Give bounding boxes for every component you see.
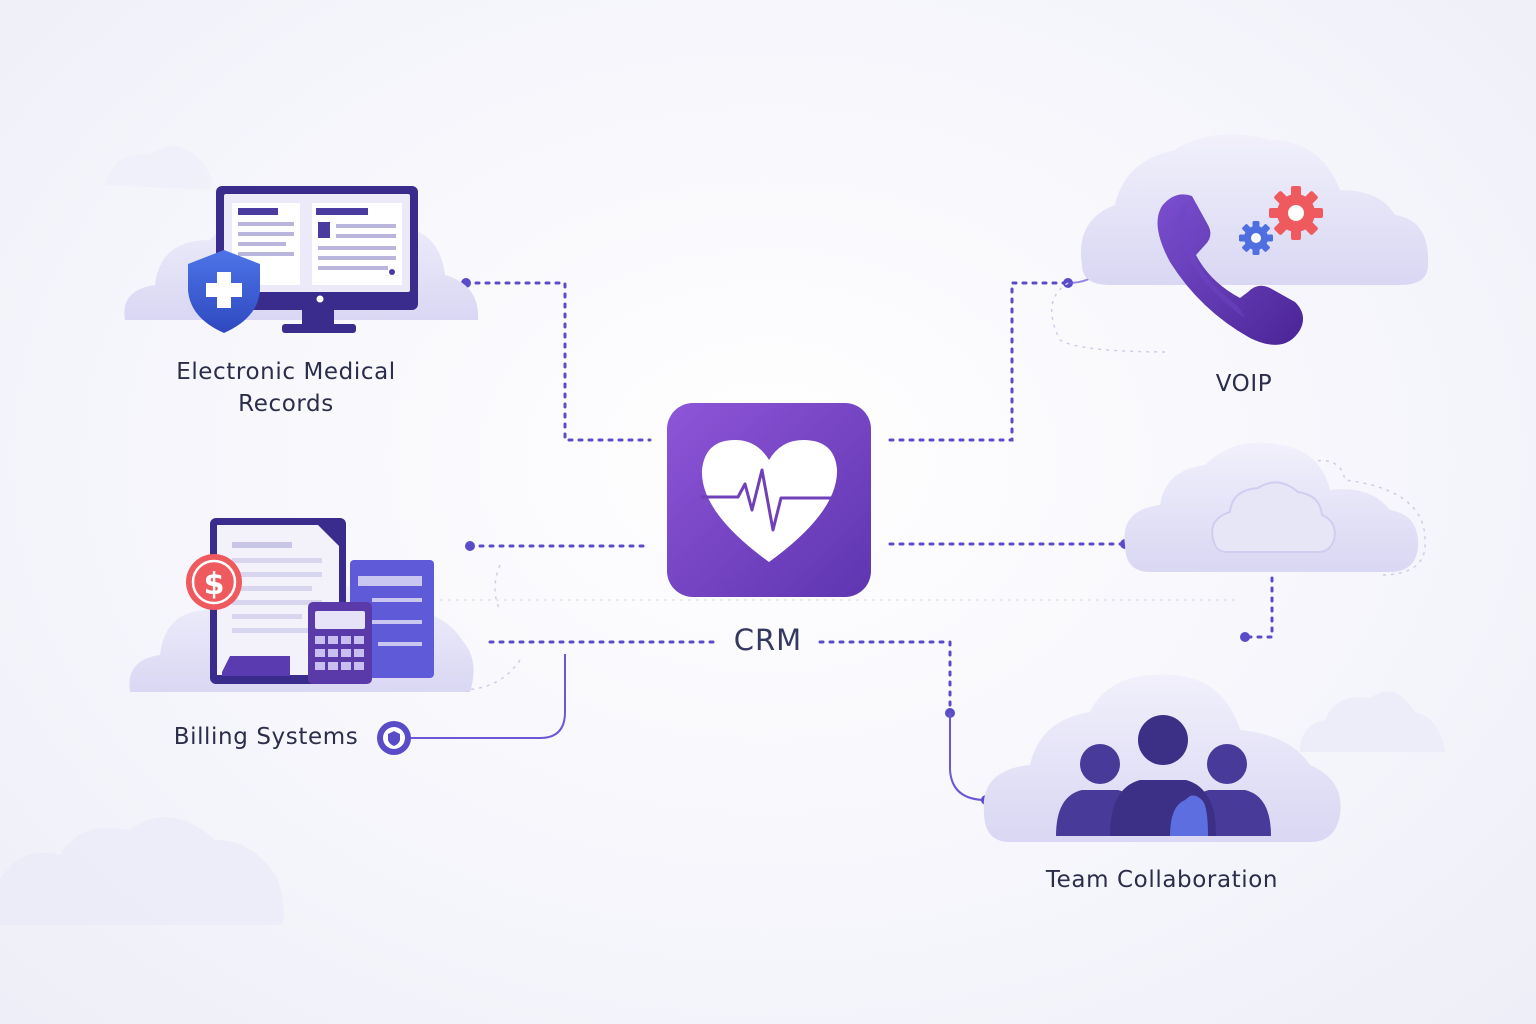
phone-gear-icon: [1080, 134, 1429, 345]
billing-badge-icon[interactable]: [377, 721, 411, 755]
connector-lines: [410, 269, 1426, 805]
team-label: Team Collaboration: [1045, 867, 1279, 893]
background-clouds: [0, 146, 1445, 925]
dollar-icon: $: [186, 554, 242, 610]
gear-icon-red: [1269, 186, 1323, 240]
connector-team: [818, 640, 952, 715]
monitor-shield-icon: [124, 186, 479, 333]
emr-label: Electronic Medical Records: [140, 356, 432, 420]
emr-label-line1: Electronic Medical: [176, 359, 396, 385]
connector-dot-billing-upper: [465, 541, 475, 551]
invoice-calculator-icon: $: [129, 518, 474, 692]
connector-billing-badge: [410, 654, 566, 739]
people-group-icon: [983, 674, 1341, 842]
crm-tile[interactable]: [667, 403, 871, 597]
connector-emr: [464, 281, 652, 442]
heart-pulse-icon: [700, 440, 839, 562]
gear-icon-blue: [1239, 221, 1273, 255]
crm-label: CRM: [733, 623, 803, 657]
billing-label: Billing Systems: [173, 724, 359, 750]
connector-voip: [888, 281, 1070, 442]
svg-text:$: $: [204, 567, 225, 602]
emr-label-line2: Records: [238, 391, 334, 417]
cloud-icon: [1124, 442, 1419, 572]
voip-label: VOIP: [1215, 371, 1273, 397]
